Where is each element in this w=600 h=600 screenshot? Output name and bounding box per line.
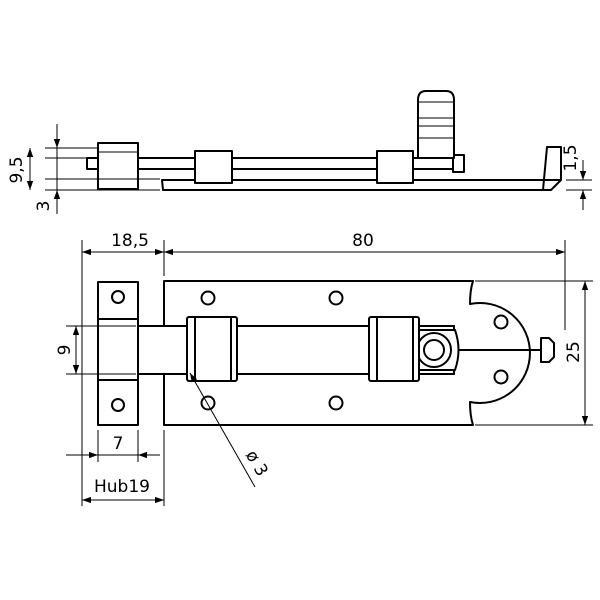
side-dimensions: 9,5 3 1,5 [7, 124, 592, 214]
dim-label-80: 80 [352, 231, 374, 251]
dim-label-1-5: 1,5 [561, 144, 581, 171]
dim-label-9-5: 9,5 [7, 156, 27, 183]
plate-hole [328, 395, 344, 411]
plate-hole [200, 290, 216, 306]
dim-label-9: 9 [55, 345, 75, 356]
front-hook [540, 337, 555, 363]
side-guide-left [194, 150, 233, 184]
side-hook [542, 146, 562, 191]
dim-label-hub19: Hub19 [94, 477, 150, 497]
dim-label-7: 7 [113, 434, 124, 454]
side-guide-right [376, 150, 414, 184]
front-view [97, 280, 555, 426]
plate-hole [493, 369, 509, 385]
plate-hole [328, 290, 344, 306]
dim-label-25: 25 [564, 341, 584, 363]
plate-hole [493, 314, 509, 330]
front-knob [416, 332, 452, 368]
plate-hole [200, 395, 216, 411]
dim-label-diameter: ø 3 [241, 447, 272, 480]
dim-label-3: 3 [34, 201, 54, 212]
side-base-plate [161, 179, 562, 191]
side-view [86, 90, 562, 191]
front-base-plate [163, 280, 531, 426]
side-bolt-block [97, 142, 139, 190]
front-guide-left [186, 316, 238, 382]
side-knob [417, 90, 455, 159]
dim-label-18-5: 18,5 [111, 231, 149, 251]
front-guide-right [368, 316, 420, 382]
